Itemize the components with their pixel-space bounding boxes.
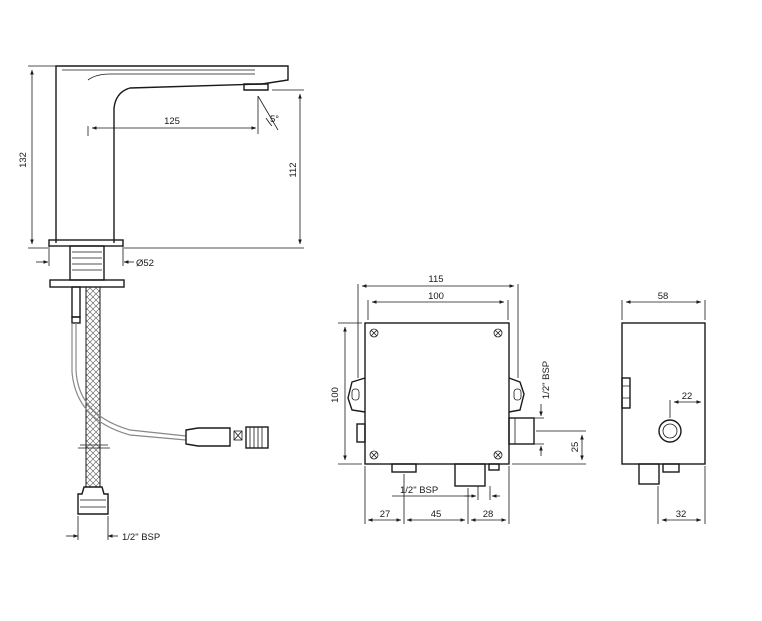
mounting-ear-left [347,377,366,413]
dim-58: 58 [658,291,669,302]
dim-27: 27 [380,509,391,520]
dim-diameter: Ø52 [136,258,154,269]
side-outlet-bottom [638,463,660,485]
bottom-thread-label: 1/2" BSP [400,485,438,496]
sensor-cable [75,323,187,437]
side-outlet [508,417,535,445]
sensor-connector [185,426,269,449]
dim-112: 112 [288,162,299,177]
dim-32: 32 [676,509,687,520]
dim-115: 115 [428,274,443,285]
dim-22: 22 [682,391,693,402]
dim-100-height: 100 [330,387,341,403]
control-box-front: 115 100 100 1/2" BSP 25 1/2" BSP 27 45 2… [330,274,586,524]
dim-125: 125 [164,116,180,127]
box-body [364,322,510,465]
faucet-base [48,239,124,247]
side-body [621,322,706,465]
bottom-port-left [391,463,417,473]
dim-100-width: 100 [428,291,444,302]
side-thread-label: 1/2" BSP [541,361,552,399]
faucet-body [55,65,289,243]
screw-icon [369,328,503,460]
dim-45: 45 [431,509,442,520]
bottom-port-center [454,463,486,487]
faucet-thread-label: 1/2" BSP [122,532,160,543]
faucet-view: 132 125 5° 112 Ø52 1/2" BSP [18,65,304,543]
dim-25: 25 [570,442,581,453]
port-circle [658,419,682,443]
dim-angle: 5° [270,114,279,125]
dim-28: 28 [483,509,494,520]
aerator [243,83,269,91]
control-box-side: 58 22 32 [621,291,706,524]
hose-nut [77,486,109,515]
braided-hose [85,286,101,488]
mounting-ear-right [508,377,525,413]
dim-132: 132 [18,152,29,168]
